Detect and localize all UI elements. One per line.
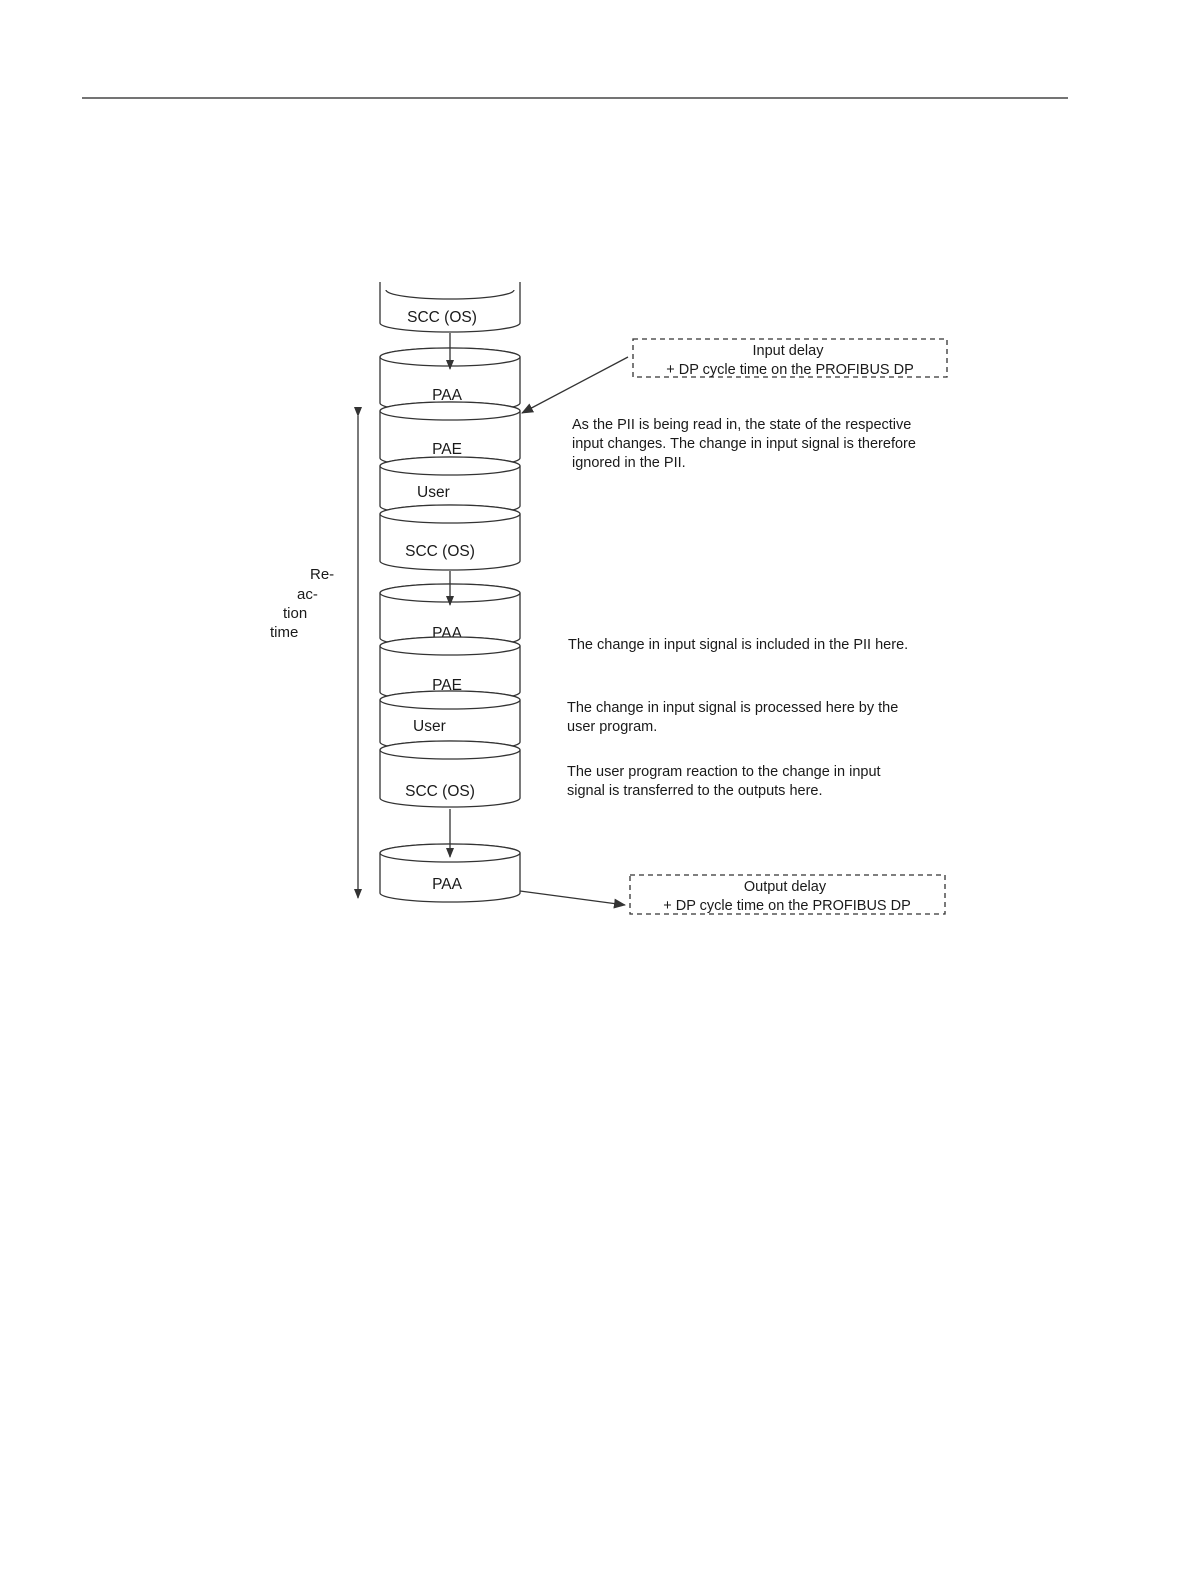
segment-top-cap: [379, 690, 521, 710]
note-included: The change in input signal is included i…: [568, 637, 908, 653]
input-delay-label: Input delay + DP cycle time on the PROFI…: [666, 343, 914, 378]
note-transferred: The user program reaction to the change …: [567, 764, 885, 799]
segment-label: PAA: [432, 387, 463, 404]
note-pii-read-line-3: ignored in the PII.: [572, 455, 686, 471]
note-processed-line-2: user program.: [567, 719, 657, 735]
segment-open-edge: [385, 289, 515, 300]
note-processed: The change in input signal is processed …: [567, 700, 902, 735]
output-delay-line-2: + DP cycle time on the PROFIBUS DP: [663, 898, 911, 914]
input-delay-box: [632, 338, 948, 378]
reaction-time-line-2: ac-: [297, 586, 318, 603]
input-delay-line-2: + DP cycle time on the PROFIBUS DP: [666, 362, 914, 378]
segment-scc-top: SCC (OS): [379, 282, 521, 333]
output-delay-arrow: [519, 890, 626, 909]
reaction-time-label: Re- ac- tion time: [270, 566, 338, 641]
segment-label: User: [413, 718, 446, 735]
output-delay-label: Output delay + DP cycle time on the PROF…: [663, 879, 911, 914]
segment-top-cap: [379, 401, 521, 421]
segment-label: SCC (OS): [405, 783, 475, 800]
note-transferred-line-1: The user program reaction to the change …: [567, 764, 881, 780]
segment-scc-2: SCC (OS): [379, 740, 521, 808]
segment-label: SCC (OS): [405, 543, 475, 560]
segment-label: User: [417, 484, 450, 501]
segment-top-cap: [379, 456, 521, 476]
note-included-line-1: The change in input signal is included i…: [568, 637, 908, 653]
segment-label: PAE: [432, 677, 462, 694]
output-delay-line-1: Output delay: [744, 879, 827, 895]
segment-top-cap: [379, 636, 521, 656]
segment-label: PAE: [432, 441, 462, 458]
note-pii-read-line-1: As the PII is being read in, the state o…: [572, 417, 911, 433]
note-transferred-line-2: signal is transferred to the outputs her…: [567, 783, 823, 799]
segment-paa-1: PAA: [379, 347, 521, 413]
note-pii-read-line-2: input changes. The change in input signa…: [572, 436, 916, 452]
segment-top-cap: [379, 740, 521, 760]
note-pii-read: As the PII is being read in, the state o…: [572, 417, 920, 471]
note-processed-line-1: The change in input signal is processed …: [567, 700, 898, 716]
cycle-stack: SCC (OS)PAAPAEUserprogramSCC (OS)PAAPAEU…: [379, 282, 521, 903]
segment-top-cap: [379, 504, 521, 524]
segment-scc-1: SCC (OS): [379, 504, 521, 571]
reaction-time-line-1: Re-: [310, 566, 334, 583]
input-delay-line-1: Input delay: [753, 343, 825, 359]
output-delay-box: [629, 874, 946, 915]
segment-pae-2: PAE: [379, 636, 521, 702]
reaction-time-line-4: time: [270, 624, 298, 641]
segment-label: PAA: [432, 876, 463, 893]
segment-label: SCC (OS): [407, 309, 477, 326]
reaction-time-line-3: tion: [283, 605, 307, 622]
segment-body: [379, 282, 521, 333]
input-delay-arrow: [521, 356, 629, 414]
segment-pae-1: PAE: [379, 401, 521, 468]
